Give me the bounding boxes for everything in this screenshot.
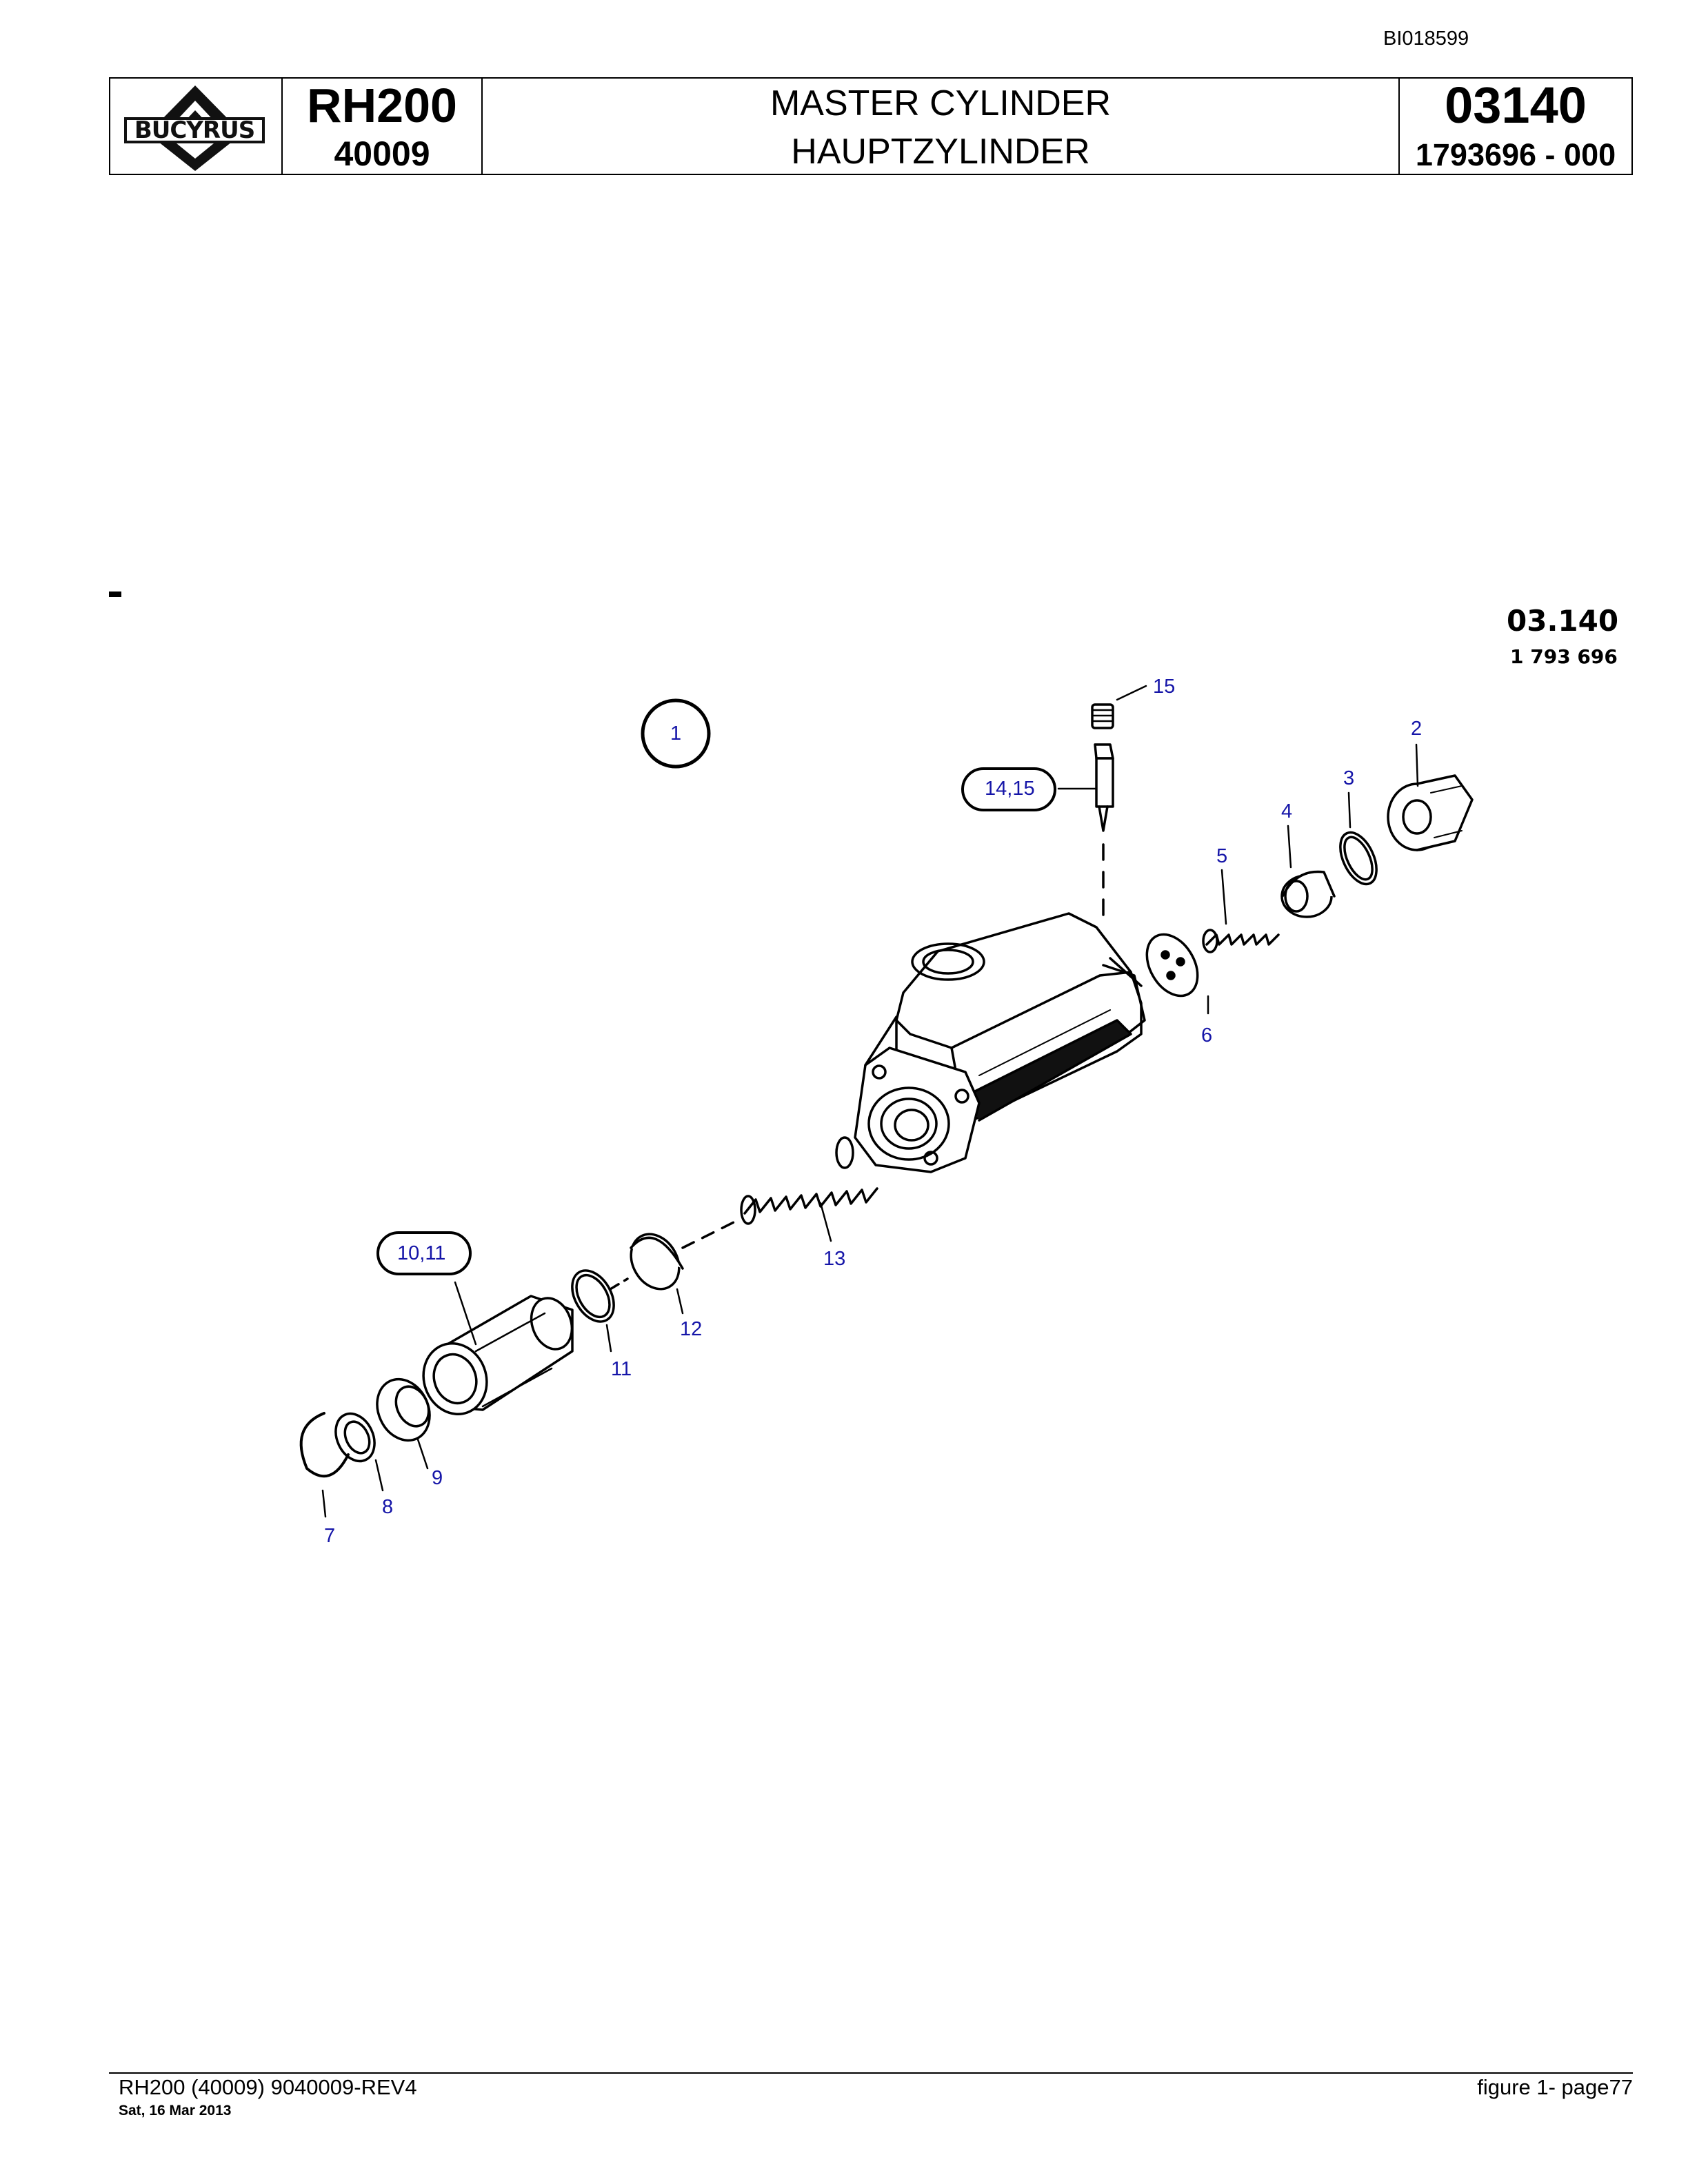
part-4-valve-seat — [1280, 870, 1336, 918]
callout-6: 6 — [1201, 1024, 1213, 1046]
leader-lines — [321, 685, 1419, 1518]
footer-rule — [109, 2072, 1633, 2074]
callout-1: 1 — [670, 722, 682, 745]
part-number: 1793696 - 000 — [1415, 137, 1616, 172]
model-serial: 40009 — [334, 134, 430, 173]
callout-10-11: 10,11 — [397, 1242, 446, 1264]
callout-box-10-11 — [376, 1231, 472, 1275]
part-13-spring — [740, 1136, 878, 1225]
part-2-fitting — [1387, 774, 1474, 851]
brand-logo-cell: BUCYRUS — [110, 79, 283, 174]
part-11-oring — [571, 1269, 615, 1323]
footer-document-ref: RH200 (40009) 9040009-REV4 — [119, 2075, 417, 2099]
callout-circle-1 — [641, 698, 711, 769]
part-6-disc — [1145, 933, 1199, 998]
part-3-oring — [1339, 831, 1378, 886]
figure-code: 03.140 — [1507, 604, 1619, 638]
callout-11: 11 — [611, 1358, 632, 1380]
part-5-spring — [1202, 929, 1280, 953]
callout-7: 7 — [324, 1525, 336, 1547]
title-block: BUCYRUS RH200 40009 MASTER CYLINDER HAUP… — [109, 77, 1633, 175]
document-id: BI018599 — [1383, 28, 1469, 50]
callout-14-15: 14,15 — [985, 778, 1035, 800]
axis-line-2 — [609, 1277, 629, 1291]
margin-mark — [109, 592, 121, 597]
callout-12: 12 — [680, 1318, 703, 1340]
callout-2: 2 — [1411, 718, 1423, 740]
part-9-bushing — [376, 1377, 431, 1442]
part-12-cup — [630, 1233, 684, 1291]
figure-part-number: 1 793 696 — [1510, 645, 1618, 668]
footer-page-ref: figure 1- page77 — [1477, 2075, 1633, 2099]
model-cell: RH200 40009 — [283, 79, 483, 174]
axis-line — [681, 1219, 739, 1249]
svg-text:BUCYRUS: BUCYRUS — [134, 117, 254, 144]
description-cell: MASTER CYLINDER HAUPTZYLINDER — [483, 79, 1400, 174]
callout-3: 3 — [1343, 767, 1355, 789]
bleeder-valve — [1091, 703, 1114, 929]
callout-8: 8 — [382, 1496, 394, 1518]
callout-5: 5 — [1216, 845, 1228, 867]
number-cell: 03140 1793696 - 000 — [1400, 79, 1631, 174]
cylinder-body — [854, 912, 1146, 1173]
title-german: HAUPTZYLINDER — [791, 132, 1090, 172]
callout-box-14-15 — [961, 767, 1056, 811]
model-name: RH200 — [307, 79, 457, 132]
callout-4: 4 — [1281, 800, 1293, 822]
part-7-snap-ring — [299, 1412, 350, 1478]
callout-13: 13 — [823, 1248, 846, 1270]
part-8-washer — [334, 1412, 376, 1463]
bucyrus-logo: BUCYRUS — [124, 85, 265, 171]
callout-9: 9 — [432, 1467, 443, 1489]
callout-15: 15 — [1153, 676, 1176, 698]
part-10-piston — [422, 1295, 574, 1415]
title-english: MASTER CYLINDER — [770, 83, 1112, 123]
group-number: 03140 — [1445, 77, 1587, 134]
footer-date: Sat, 16 Mar 2013 — [119, 2103, 232, 2119]
